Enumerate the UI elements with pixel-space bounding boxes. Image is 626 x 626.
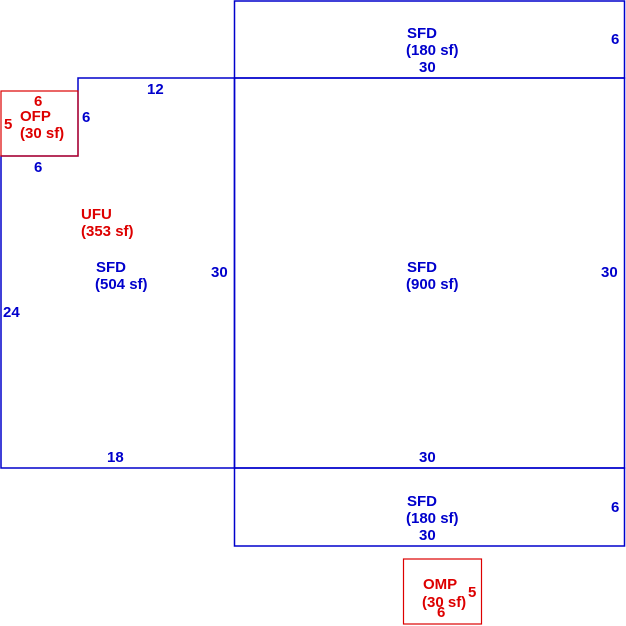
omp-area: (30 sf): [422, 594, 466, 611]
sfd-left-area: (504 sf): [95, 276, 148, 293]
sfd-left-bottom-dim: 18: [107, 449, 124, 466]
sfd-main-height-dim: 30: [601, 264, 618, 281]
ufu-area: (353 sf): [81, 223, 134, 240]
omp-bottom-dim: 6: [437, 604, 445, 621]
sfd-top-code: SFD: [407, 25, 437, 42]
sfd-left-right-dim: 30: [211, 264, 228, 281]
sfd-left-left-dim: 24: [3, 304, 20, 321]
omp-right-dim: 5: [468, 584, 476, 601]
sfd-left-code: SFD: [96, 259, 126, 276]
ofp-outline: [0, 90, 79, 157]
sfd-bottom-code: SFD: [407, 493, 437, 510]
sfd-main-area: (900 sf): [406, 276, 459, 293]
sfd-left-notch-side-dim: 6: [82, 109, 90, 126]
ufu-code: UFU: [81, 206, 112, 223]
ofp-left-dim: 5: [4, 116, 12, 133]
sfd-top-width-dim: 30: [419, 59, 436, 76]
sfd-bottom-height-dim: 6: [611, 499, 619, 516]
ofp-area: (30 sf): [20, 125, 64, 142]
sfd-bottom-width-dim: 30: [419, 527, 436, 544]
sfd-main-code: SFD: [407, 259, 437, 276]
ofp-top-dim: 6: [34, 93, 42, 110]
sfd-top-area: (180 sf): [406, 42, 459, 59]
omp-outline: [402, 558, 483, 625]
ofp-code: OFP: [20, 108, 51, 125]
sfd-left-notch-bottom-dim: 6: [34, 159, 42, 176]
sfd-bottom-area: (180 sf): [406, 510, 459, 527]
sfd-main-width-dim: 30: [419, 449, 436, 466]
sfd-top-height-dim: 6: [611, 31, 619, 48]
sfd-left-top-dim: 12: [147, 81, 164, 98]
omp-code: OMP: [423, 576, 457, 593]
sfd-bottom-outline: [233, 467, 626, 547]
